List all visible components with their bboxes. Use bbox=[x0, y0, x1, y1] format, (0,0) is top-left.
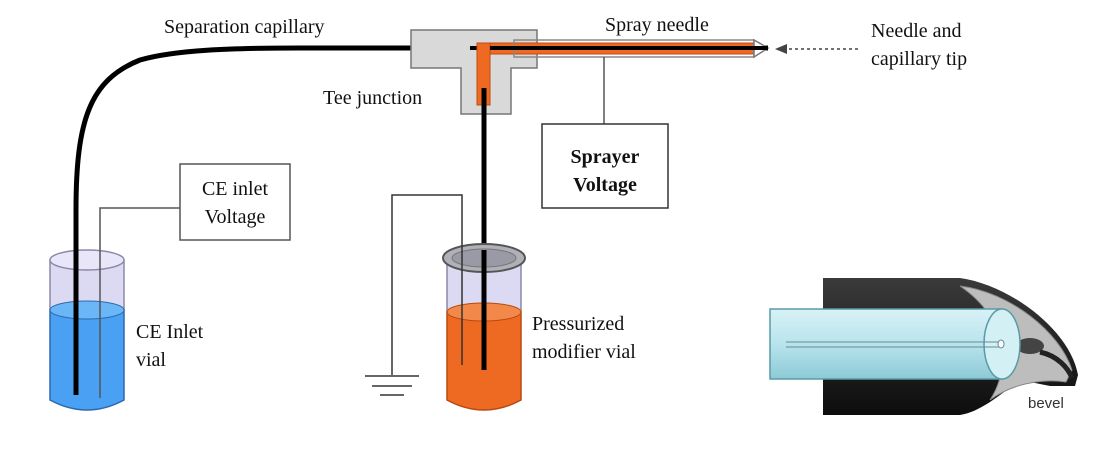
capillary-outlet-shadow bbox=[1016, 338, 1044, 354]
tip-pointer-arrowhead bbox=[775, 44, 787, 54]
ce-vial-rim bbox=[49, 249, 125, 271]
modifier-vial-label-line1: Pressurized bbox=[532, 313, 624, 335]
sprayer-voltage-label-line2: Voltage bbox=[573, 174, 637, 196]
bevel-tip-dark bbox=[1039, 349, 1075, 380]
ce-inlet-electrode bbox=[99, 207, 180, 398]
ce-inlet-voltage-label-line1: CE inlet bbox=[202, 178, 269, 200]
cyan-capillary-body bbox=[769, 308, 1003, 380]
needle-tip-label-line1: Needle and bbox=[871, 20, 962, 42]
needle-tip-label-line2: capillary tip bbox=[871, 48, 967, 70]
bevel-label: bevel bbox=[1028, 395, 1064, 412]
ce-inlet-vial-label-line2: vial bbox=[136, 349, 166, 371]
separation-capillary-label: Separation capillary bbox=[164, 16, 325, 38]
capillary-bore-opening bbox=[997, 339, 1005, 349]
modifier-vial-label-line2: modifier vial bbox=[532, 341, 636, 363]
spray-needle-label: Spray needle bbox=[605, 14, 709, 36]
ce-inlet-voltage-box bbox=[179, 163, 291, 241]
ce-inlet-vial bbox=[49, 249, 125, 411]
ce-vial-liquid-surface bbox=[49, 300, 125, 320]
sprayer-voltage-label-line1: Sprayer bbox=[571, 146, 640, 168]
ce-inlet-voltage-label-line2: Voltage bbox=[205, 206, 266, 228]
ce-vial-blue-liquid bbox=[49, 309, 125, 411]
ce-inlet-vial-label-line1: CE Inlet bbox=[136, 321, 204, 343]
sprayer-voltage-box bbox=[541, 123, 669, 209]
ground-symbol bbox=[365, 375, 419, 396]
bevel-inset bbox=[769, 278, 1078, 415]
tee-junction-label: Tee junction bbox=[323, 87, 422, 109]
separation-capillary bbox=[73, 45, 768, 395]
ground-wire bbox=[391, 194, 463, 375]
